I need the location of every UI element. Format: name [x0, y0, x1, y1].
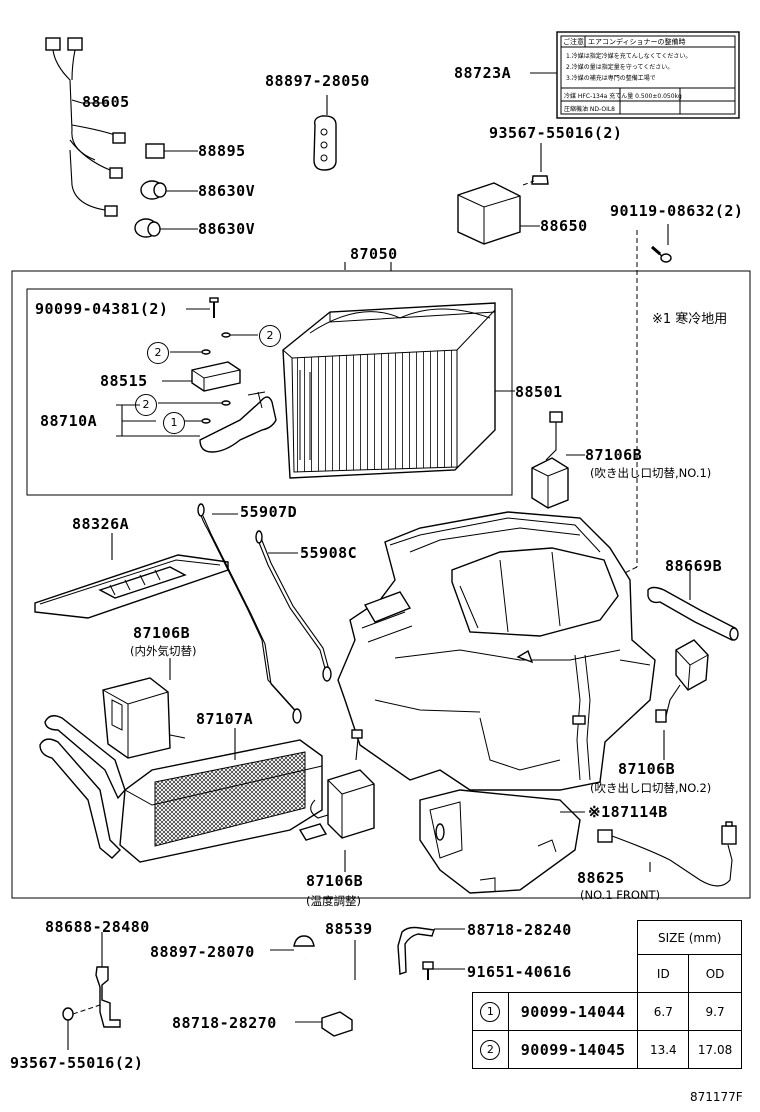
caution-header-right: エアコンディショナーの整備時	[588, 38, 686, 46]
wire-88625	[597, 821, 737, 887]
label-87106b-no1-desc: (吹き出し口切替,NO.1)	[590, 466, 712, 480]
label-87106b-recirc: 87106B	[133, 624, 191, 642]
label-88897-28070: 88897-28070	[150, 943, 255, 961]
assembly-frame	[11, 270, 751, 899]
ref-circle-1-a: 1	[163, 412, 185, 434]
size-table-col-id: ID	[637, 954, 690, 993]
ref-circle-1-table: 1	[480, 1001, 501, 1022]
label-90099-04381: 90099-04381(2)	[35, 300, 169, 318]
servo-87106b-recirc	[102, 658, 186, 759]
bushing-88630v-2	[134, 218, 198, 238]
size-table: SIZE (mm) ID OD 1 90099-14044 6.7 9.7 2 …	[472, 920, 742, 1069]
table-row: 1 90099-14044 6.7 9.7	[472, 992, 742, 1031]
bracket-88688-28480	[95, 932, 121, 1028]
label-88650: 88650	[540, 217, 588, 235]
grommet-88897-28050	[313, 95, 337, 171]
clamp-88718-28240	[397, 926, 465, 975]
caution-line-2: 2.冷媒の量は指定量を守ってください。	[566, 64, 674, 71]
pipe-88710a	[116, 391, 277, 453]
figure-code: 871177F	[690, 1090, 743, 1104]
label-88897-28050: 88897-28050	[265, 72, 370, 90]
label-87050: 87050	[350, 245, 398, 263]
label-93567-55016-top: 93567-55016(2)	[489, 124, 623, 142]
control-panel-88326a	[34, 533, 229, 619]
amplifier-88650	[457, 182, 540, 245]
evaporator-subframe	[26, 288, 513, 496]
label-88605: 88605	[82, 93, 130, 111]
table-cell-id: 13.4	[637, 1030, 690, 1069]
size-table-header: SIZE (mm)	[637, 920, 742, 955]
table-cell-id: 6.7	[637, 992, 690, 1031]
label-88326a: 88326A	[72, 515, 130, 533]
cable-55907d	[197, 503, 302, 724]
label-87106b-no2-desc: (吹き出し口切替,NO.2)	[590, 781, 712, 795]
bushing-88630v-1	[140, 180, 198, 200]
screw-90119-08632	[609, 224, 672, 581]
caution-line-4: 冷媒 HFC-134a 充てん量 0.500±0.050kg	[564, 93, 682, 100]
expansion-valve-88515	[162, 361, 241, 392]
label-87106b-temp: 87106B	[306, 872, 364, 890]
label-88723a: 88723A	[454, 64, 512, 82]
caution-label-88723a	[530, 31, 740, 119]
table-cell-od: 17.08	[688, 1030, 742, 1069]
screw-93567-55016-top	[522, 143, 549, 186]
label-88501: 88501	[515, 383, 563, 401]
size-table-col-od: OD	[688, 954, 742, 993]
grommet-88897-28070	[270, 935, 315, 951]
label-88625: 88625	[577, 869, 625, 887]
label-88895: 88895	[198, 142, 246, 160]
label-88515: 88515	[100, 372, 148, 390]
bolt-90099-04381	[186, 297, 219, 318]
table-row: 2 90099-14045 13.4 17.08	[472, 1030, 742, 1069]
hose-88669b	[647, 570, 739, 642]
label-87114b: ※187114B	[588, 803, 668, 821]
label-87107a: 87107A	[196, 710, 254, 728]
servo-87106b-no1	[531, 411, 585, 509]
hose-88539	[302, 940, 384, 1047]
clip-88718-28270	[295, 1011, 353, 1037]
label-87106b-temp-desc: (温度調整)	[306, 894, 361, 908]
wire-harness-88605	[45, 37, 126, 217]
label-55908c: 55908C	[300, 544, 358, 562]
servo-87106b-no2	[655, 639, 709, 760]
label-87106b-no2: 87106B	[618, 760, 676, 778]
label-88630v-1: 88630V	[198, 182, 256, 200]
table-cell-part: 90099-14045	[507, 1030, 639, 1069]
label-87106b-recirc-desc: (内外気切替)	[130, 644, 197, 658]
label-87106b-no1: 87106B	[585, 446, 643, 464]
table-cell-part: 90099-14044	[507, 992, 639, 1031]
cable-55908c	[255, 530, 332, 682]
ref-circle-2-b: 2	[147, 342, 169, 364]
evaporator-88501	[282, 302, 515, 479]
screw-91651-40616	[422, 961, 465, 980]
label-88688-28480: 88688-28480	[45, 918, 150, 936]
servo-87106b-temp	[298, 729, 375, 872]
duct-87114b	[419, 789, 585, 894]
caution-line-3: 3.冷媒の補充は専門の整備工場で	[566, 75, 656, 82]
ref-circle-2-c: 2	[135, 394, 157, 416]
label-90119-08632: 90119-08632(2)	[610, 202, 744, 220]
label-cold-region-note: ※1 寒冷地用	[652, 312, 728, 327]
label-55907d: 55907D	[240, 503, 298, 521]
label-88718-28270: 88718-28270	[172, 1014, 277, 1032]
label-88710a: 88710A	[40, 412, 98, 430]
connector-88895	[145, 143, 198, 159]
ref-circle-2-a: 2	[259, 325, 281, 347]
label-88669b: 88669B	[665, 557, 723, 575]
heater-core-87107a	[39, 715, 323, 863]
label-88718-28240: 88718-28240	[467, 921, 572, 939]
caution-line-1: 1.冷媒は指定冷媒を充てんしなくてください。	[566, 53, 692, 60]
table-cell-od: 9.7	[688, 992, 742, 1031]
ref-circle-2-table: 2	[480, 1039, 501, 1060]
label-88630v-2: 88630V	[198, 220, 256, 238]
label-93567-55016-bot: 93567-55016(2)	[10, 1054, 144, 1072]
label-88539: 88539	[325, 920, 373, 938]
label-88625-desc: (NO.1 FRONT)	[580, 888, 661, 902]
caution-header-left: ご注意	[563, 38, 584, 46]
o-rings	[158, 332, 258, 424]
screw-93567-55016-bot	[62, 1004, 101, 1050]
hvac-case	[337, 511, 656, 791]
caution-line-5: 圧縮機油 ND-OIL8	[564, 106, 616, 113]
